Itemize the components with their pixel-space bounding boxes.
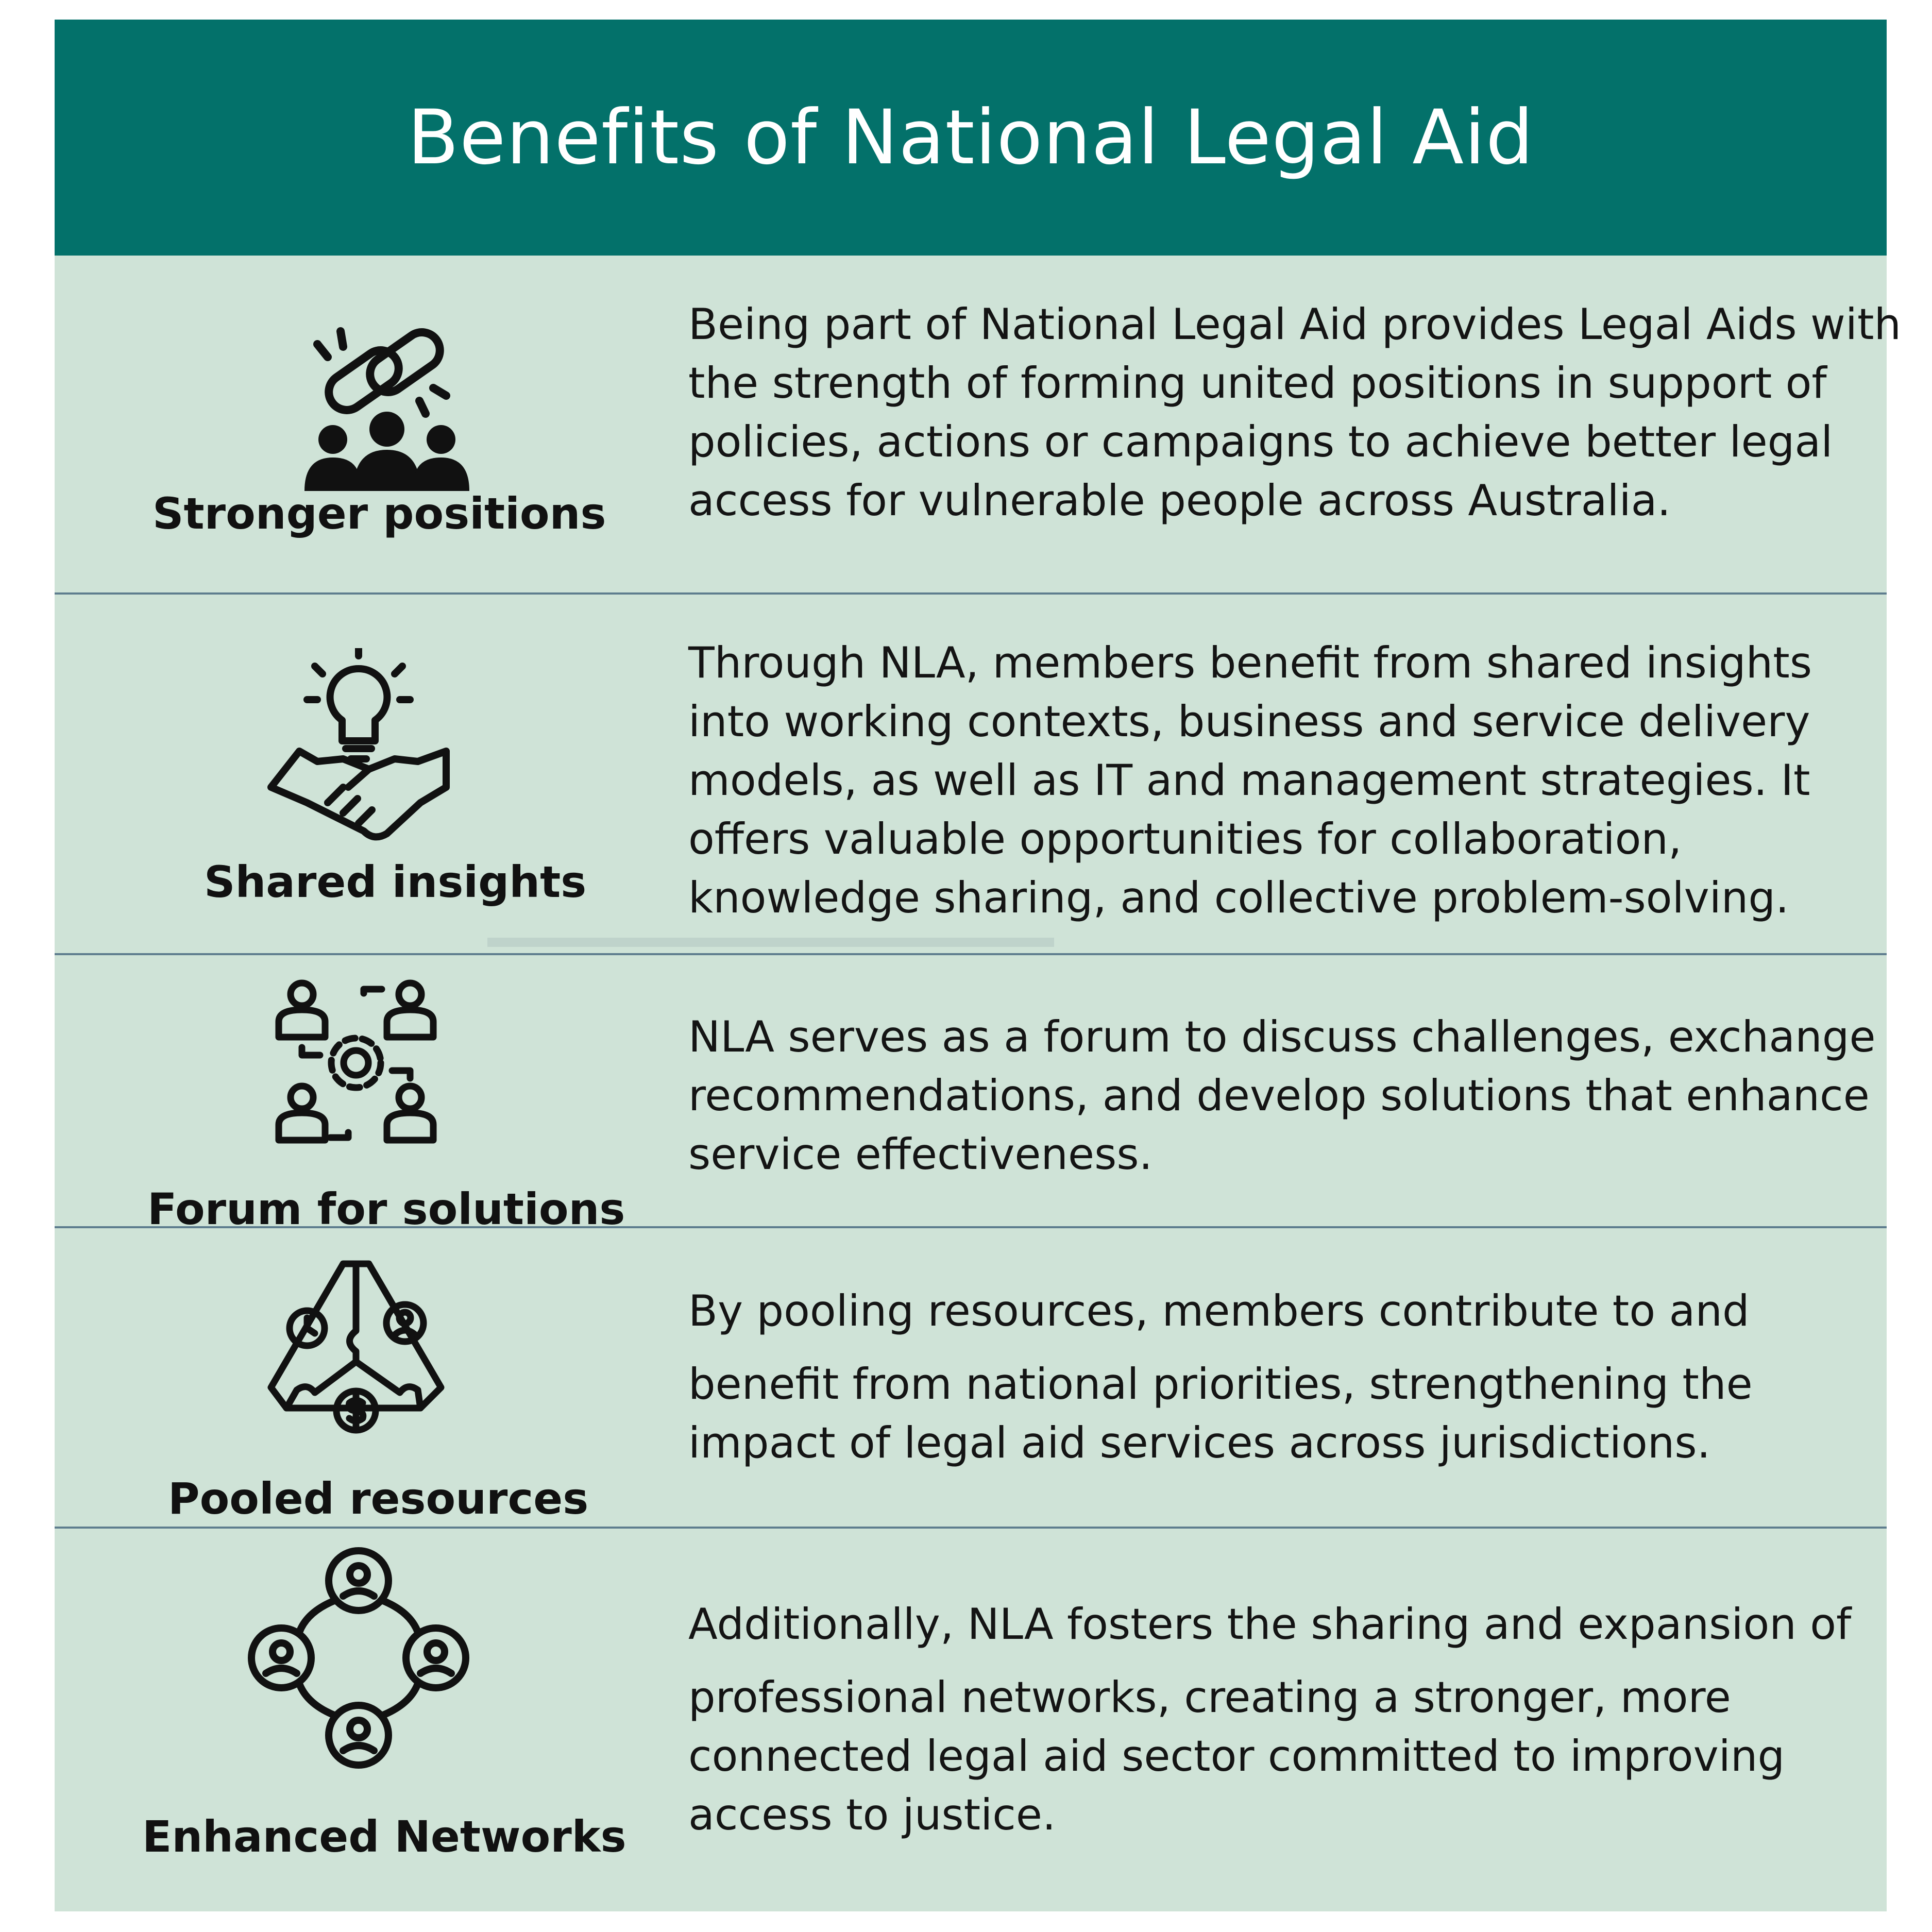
- benefit-label-stronger-positions: Stronger positions: [152, 488, 606, 539]
- benefit-label-enhanced-networks: Enhanced Networks: [142, 1811, 626, 1862]
- row-divider: [55, 1226, 1887, 1228]
- benefit-label-pooled-resources: Pooled resources: [168, 1473, 589, 1524]
- row-divider: [55, 1527, 1887, 1529]
- page-title: Benefits of National Legal Aid: [407, 94, 1534, 181]
- lightbulb-handshake-icon: [266, 648, 451, 844]
- benefit-description-enhanced-networks: Additionally, NLA fosters the sharing an…: [688, 1599, 1852, 1840]
- benefit-description-stronger-positions: Being part of National Legal Aid provide…: [688, 299, 1902, 526]
- network-people-icon: [245, 1545, 472, 1771]
- benefit-label-shared-insights: Shared insights: [204, 857, 587, 907]
- people-gear-icon: [271, 978, 441, 1148]
- header-banner: Benefits of National Legal Aid: [55, 20, 1887, 256]
- row-divider: [55, 953, 1887, 955]
- puzzle-resources-icon: [266, 1259, 446, 1434]
- faded-artifact: [487, 938, 1054, 947]
- benefit-description-pooled-resources: By pooling resources, members contribute…: [688, 1286, 1753, 1468]
- chain-link-people-icon: [276, 313, 498, 499]
- row-divider: [55, 592, 1887, 595]
- benefit-description-forum-for-solutions: NLA serves as a forum to discuss challen…: [688, 1012, 1876, 1179]
- benefits-card: Benefits of National Legal Aid Stronger: [55, 20, 1902, 1911]
- benefit-description-shared-insights: Through NLA, members benefit from shared…: [688, 638, 1812, 923]
